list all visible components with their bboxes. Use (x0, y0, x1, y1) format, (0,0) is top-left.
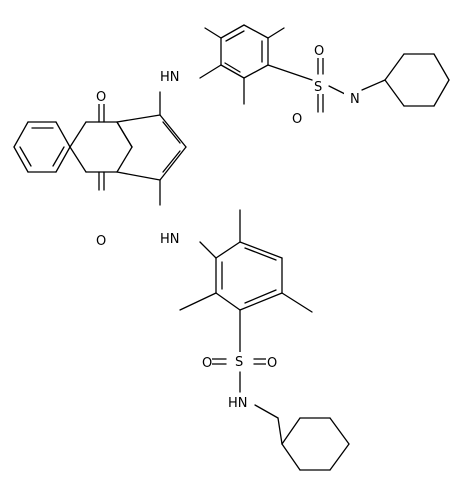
upper-sulfonyl-o2-label: O (292, 112, 302, 127)
upper-sulfur-label: S (314, 80, 322, 95)
nh-bottom-label: HN (160, 232, 180, 247)
upper-cyclohexyl-ring (361, 53, 450, 107)
anthraquinone-central-ring (69, 121, 133, 173)
anthraquinone-left-ring (13, 121, 71, 173)
upper-amide-n-label: N (350, 92, 360, 107)
upper-aryl-methyls (204, 27, 285, 105)
carbonyl-bottom (98, 171, 105, 191)
lower-sulfur-label: S (235, 355, 243, 370)
lower-sulfonyl-o1-label: O (202, 356, 212, 371)
upper-aryl-ring (199, 24, 269, 79)
lower-cyclohexyl-ring (277, 417, 350, 471)
lower-aryl-methyls (179, 209, 313, 313)
lower-amide-nh-label: HN (228, 396, 248, 411)
atom-labels: HN HN O O S O O N H S O O HN (94, 42, 364, 411)
anthraquinone-right-ring (116, 114, 187, 181)
lower-aryl-ring (199, 241, 283, 311)
upper-sulfonamide-bonds (267, 55, 346, 113)
carbonyl-bottom-o-label: O (96, 234, 106, 249)
carbonyl-top (98, 103, 105, 123)
nh-top-label: HN (160, 70, 180, 85)
carbonyl-top-o-label: O (96, 90, 106, 105)
upper-sulfonyl-o1-label: O (314, 44, 324, 59)
lower-sulfonyl-o2-label: O (267, 356, 277, 371)
